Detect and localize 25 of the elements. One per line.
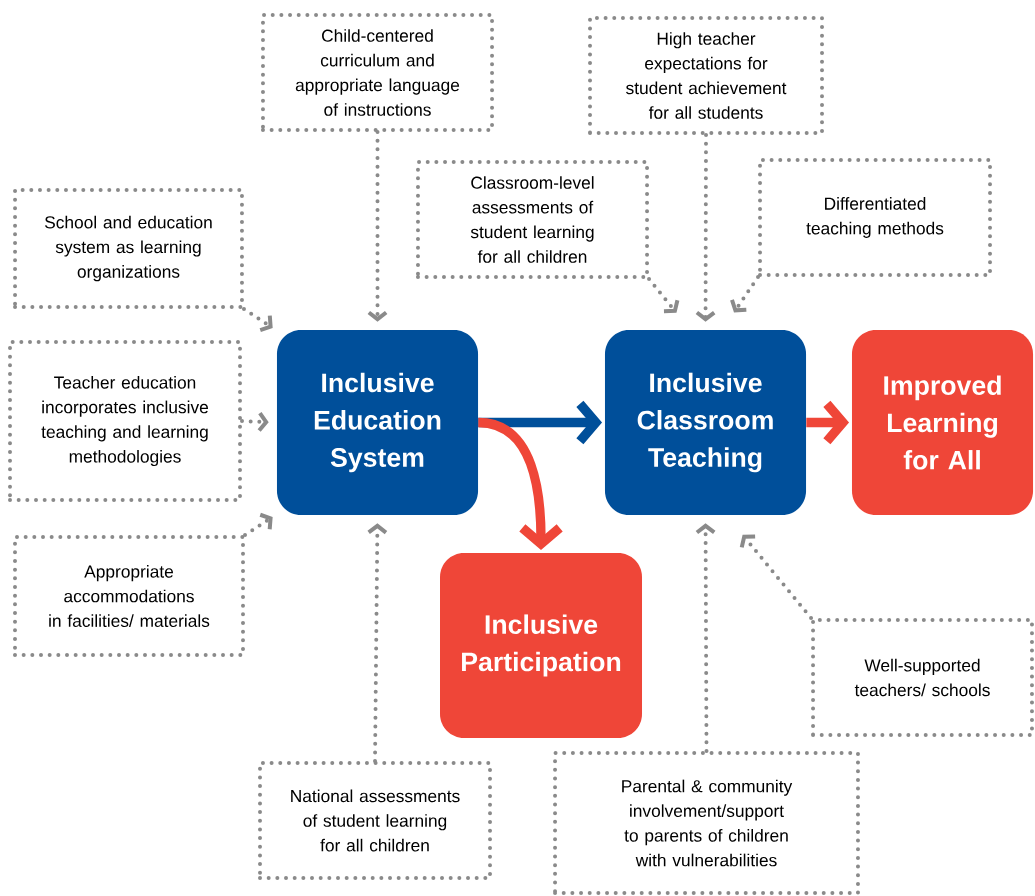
arrow xyxy=(367,129,388,322)
process-box: Inclusive Education System xyxy=(276,329,479,516)
outcome-box: Inclusive Participation xyxy=(440,553,642,739)
arrow xyxy=(647,276,680,314)
arrow xyxy=(477,417,563,551)
text-box: Classroom-level assessments of student learning for all children xyxy=(415,160,650,279)
outcome-box: Improved Learning for All xyxy=(852,329,1034,516)
arrow xyxy=(739,534,814,621)
text-box: Parental & community involvement/support to parents of children with vulnerabilities xyxy=(553,751,860,895)
arrow xyxy=(695,523,716,753)
text-box: Teacher education incorporates inclusive teaching and learning methodologies xyxy=(8,340,242,502)
arrow xyxy=(241,307,273,333)
arrow xyxy=(240,411,269,432)
arrow xyxy=(367,523,388,764)
text-box: Child-centered curriculum and appropriate language of instructions xyxy=(260,13,495,132)
arrow xyxy=(695,132,716,322)
process-box: Inclusive Classroom Teaching xyxy=(604,329,807,516)
text-box: High teacher expectations for student achievement for all students xyxy=(588,16,824,135)
text-box: Differentiated teaching methods xyxy=(758,158,992,277)
text-box: School and education system as learning organizations xyxy=(13,187,244,310)
text-box: Well-supported teachers/ schools xyxy=(811,618,1034,737)
arrow xyxy=(243,512,273,537)
text-box: National assessments of student learning for all children xyxy=(258,761,492,880)
text-box: Appropriate accommodations in facilities/ materials xyxy=(13,535,245,657)
arrow xyxy=(730,274,760,313)
